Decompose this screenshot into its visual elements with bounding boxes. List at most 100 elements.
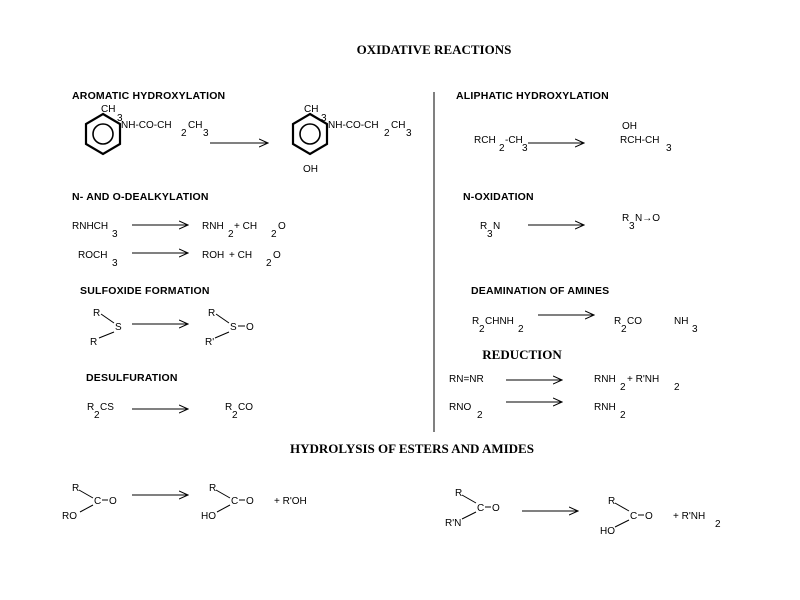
methyl-subscript: 3: [117, 113, 123, 124]
amide-chain-sub: 2: [384, 128, 390, 139]
r-group-top: R: [93, 308, 100, 319]
formula-part: RNH: [594, 374, 616, 385]
sulfoxide-product: R S O R': [205, 308, 254, 348]
bond: [98, 331, 115, 339]
hydroxyl-group: HO: [600, 526, 615, 537]
formula-part: NH: [674, 316, 688, 327]
methyl-subscript: 3: [321, 113, 327, 124]
alkoxy-group: RO: [62, 511, 77, 522]
r-group: R: [209, 483, 216, 494]
formula-part: N: [493, 221, 500, 232]
formula-sub: 2: [477, 410, 483, 421]
r-group: R: [72, 483, 79, 494]
formula-sub: 2: [479, 324, 485, 335]
carbon-atom: C: [630, 511, 637, 522]
oxidative-reactions-title: OXIDATIVE REACTIONS: [357, 42, 512, 57]
aliphatic-product: OH RCH-CH 3: [620, 121, 672, 154]
formula-part: CO: [627, 316, 642, 327]
aromatic-circle: [299, 123, 321, 145]
amide-chain-end-sub: 3: [203, 128, 209, 139]
bond: [461, 494, 477, 504]
sulfoxide-reactant: R S R: [90, 308, 122, 348]
formula-part: ROH: [202, 250, 224, 261]
formula-sub: 3: [112, 258, 118, 269]
formula-part: R: [225, 402, 232, 413]
formula-part: -CH: [505, 135, 523, 146]
bond: [614, 519, 630, 528]
ester-product: R C O HO + R'OH: [201, 483, 307, 522]
methyl-label: CH: [304, 104, 318, 115]
amide-chain-sub: 2: [181, 128, 187, 139]
bond: [215, 489, 231, 499]
deamination-heading: DEAMINATION OF AMINES: [471, 285, 609, 297]
r-group-bottom: R': [205, 337, 214, 348]
formula-part: N→O: [635, 213, 660, 224]
desulfuration-reactant: R 2 CS: [87, 402, 114, 421]
r-group: R: [608, 496, 615, 507]
bond: [461, 511, 477, 520]
oxygen-atom: O: [109, 496, 117, 507]
benzene-ring: [84, 112, 122, 156]
aromatic-circle: [92, 123, 114, 145]
formula-part: O: [273, 250, 281, 261]
formula-sub: 2: [620, 410, 626, 421]
formula-sub: 2: [266, 258, 272, 269]
oxygen-atom: O: [246, 496, 254, 507]
r-group-top: R: [208, 308, 215, 319]
formula-sub: 3: [629, 221, 635, 232]
byproduct-sub: 2: [715, 519, 721, 530]
benzene-ring: [291, 112, 329, 156]
hydroxyl-group: HO: [201, 511, 216, 522]
carbon-atom: C: [94, 496, 101, 507]
ester-reactant: R C O RO: [62, 483, 117, 522]
formula-sub: 3: [112, 229, 118, 240]
formula-part: CS: [100, 402, 114, 413]
formula-sub: 2: [232, 410, 238, 421]
bond: [214, 331, 230, 339]
formula-part: R: [87, 402, 94, 413]
amine-group: R'N: [445, 518, 461, 529]
r-group: R: [455, 488, 462, 499]
formula-part: + R'NH: [627, 374, 659, 385]
formula-part: CO: [238, 402, 253, 413]
formula-part: + CH: [234, 221, 257, 232]
carbon-atom: C: [231, 496, 238, 507]
amide-chain: NH-CO-CH: [328, 120, 379, 131]
reduction-reaction-2: RNO 2 RNH 2: [449, 402, 626, 421]
formula-part: + CH: [229, 250, 252, 261]
byproduct: + R'OH: [274, 496, 307, 507]
bond: [215, 313, 230, 324]
amide-chain-end: CH: [391, 120, 405, 131]
formula-sub: 3: [692, 324, 698, 335]
reduction-reaction-1: RN=NR RNH 2 + R'NH 2: [449, 374, 680, 393]
bond: [614, 502, 630, 512]
n-oxidation-reactant: R 3 N: [480, 221, 500, 240]
formula-part: R: [472, 316, 479, 327]
n-oxidation-heading: N-OXIDATION: [463, 191, 534, 203]
formula-sub: 2: [620, 382, 626, 393]
reduction-title: REDUCTION: [482, 347, 562, 362]
formula-sub: 2: [271, 229, 277, 240]
formula-sub: 2: [94, 410, 100, 421]
hydrolysis-title: HYDROLYSIS OF ESTERS AND AMIDES: [290, 441, 534, 456]
formula-sub: 3: [666, 143, 672, 154]
deamination-reactant: R 2 CHNH 2: [472, 316, 524, 335]
bond: [100, 313, 115, 324]
formula-part: RCH-CH: [620, 135, 659, 146]
amide-chain: NH-CO-CH: [121, 120, 172, 131]
amide-chain-end-sub: 3: [406, 128, 412, 139]
carbon-atom: C: [477, 503, 484, 514]
hydroxyl-label: OH: [303, 164, 318, 175]
formula-part: R: [622, 213, 629, 224]
formula-sub: 2: [518, 324, 524, 335]
formula-part: RN=NR: [449, 374, 484, 385]
dealkylation-reaction-2: ROCH 3 ROH + CH 2 O: [78, 250, 281, 269]
sulfur-atom: S: [230, 322, 237, 333]
formula-part: CHNH: [485, 316, 514, 327]
formula-sub: 2: [499, 143, 505, 154]
formula-part: R: [614, 316, 621, 327]
desulfuration-heading: DESULFURATION: [86, 372, 178, 384]
desulfuration-product: R 2 CO: [225, 402, 253, 421]
amide-product: R C O HO + R'NH 2: [600, 496, 721, 537]
